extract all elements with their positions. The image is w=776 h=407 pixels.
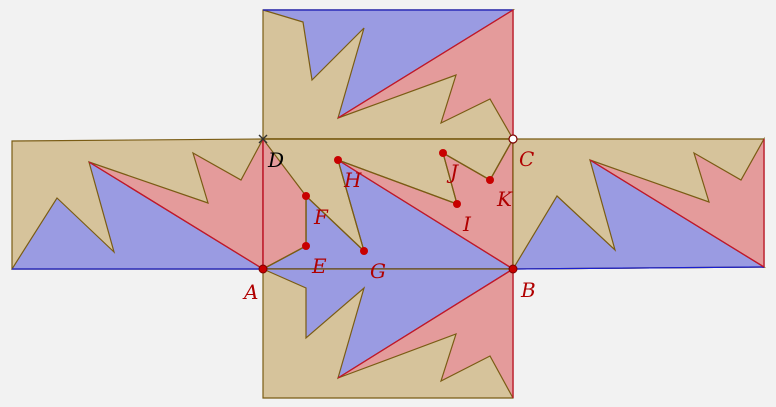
point-F-marker[interactable]	[302, 192, 310, 200]
tile-center	[262, 136, 516, 271]
point-E-marker[interactable]	[302, 242, 310, 250]
point-H-marker[interactable]	[334, 156, 342, 164]
tile-top-diagonal	[337, 9, 514, 119]
point-I-marker[interactable]	[453, 200, 461, 208]
label-K: K	[496, 187, 513, 211]
label-A: A	[242, 280, 258, 304]
tile-center-diagonal	[337, 159, 514, 270]
tile-right	[511, 136, 767, 270]
point-G-marker[interactable]	[360, 247, 368, 255]
point-B-marker[interactable]	[508, 264, 518, 274]
label-F: F	[313, 205, 329, 229]
label-B: B	[520, 278, 536, 302]
tile-right-diagonal	[589, 159, 765, 268]
tile-bottom-diagonal	[337, 268, 514, 379]
point-C-marker[interactable]	[508, 134, 518, 144]
tile-right-blue-edge	[512, 266, 765, 270]
label-E: E	[311, 254, 327, 278]
label-D: D	[267, 148, 284, 172]
label-I: I	[462, 212, 472, 236]
point-J-marker[interactable]	[439, 149, 447, 157]
tile-left	[10, 138, 266, 271]
point-D-marker[interactable]	[258, 134, 268, 144]
tile-left-diagonal	[88, 161, 264, 270]
tile-top	[262, 8, 516, 142]
point-labels: A B C D E F G H I J K	[242, 147, 536, 304]
label-J: J	[446, 160, 459, 184]
tile-bottom	[262, 267, 516, 399]
point-A-marker[interactable]	[258, 264, 268, 274]
label-H: H	[343, 168, 362, 192]
polyline-GHIJKC	[337, 138, 514, 252]
point-K-marker[interactable]	[486, 176, 494, 184]
label-G: G	[370, 259, 386, 283]
point-markers	[258, 134, 518, 274]
polyline-AEFG	[262, 194, 365, 270]
label-C: C	[519, 147, 534, 171]
